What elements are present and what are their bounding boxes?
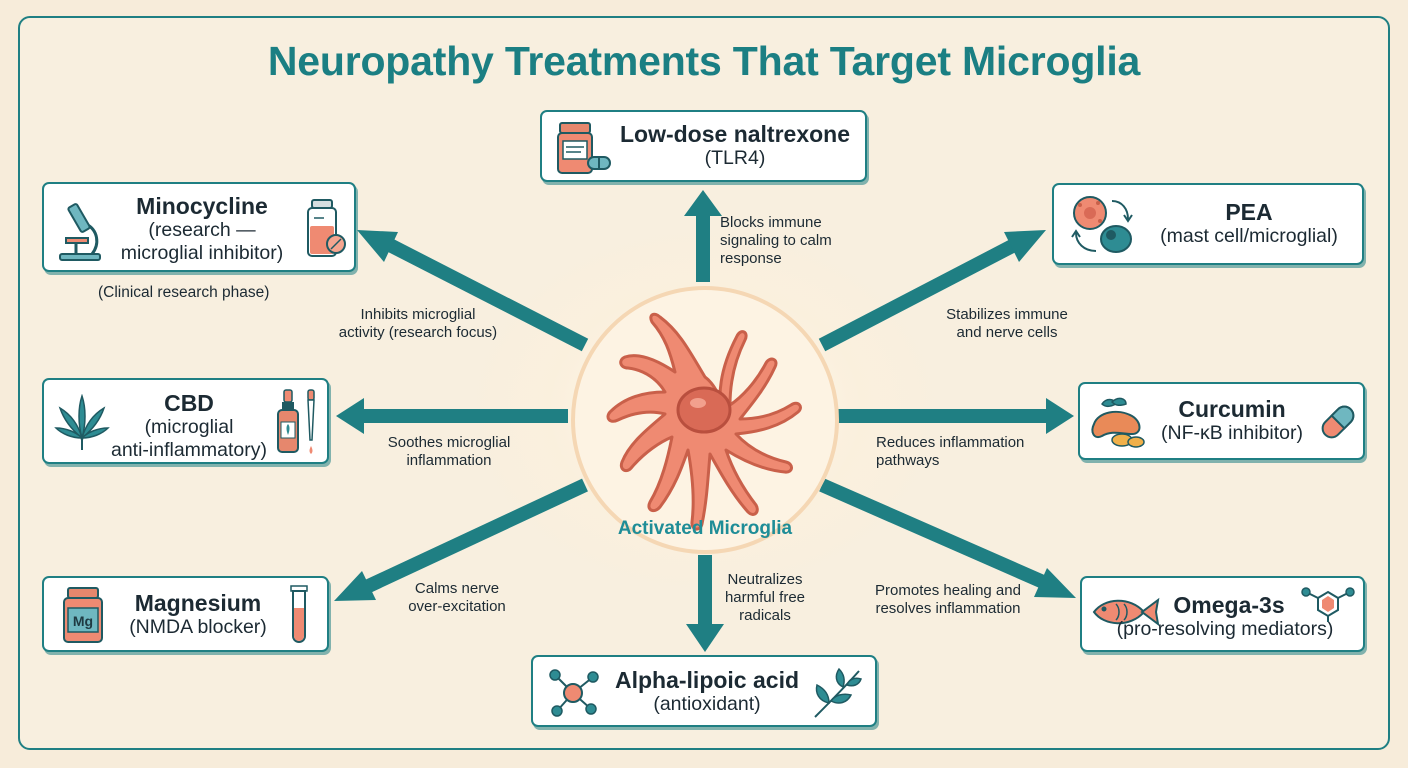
curcumin-name: Curcumin [1178,396,1286,422]
curcumin-target: (NF-κB inhibitor) [1161,422,1303,444]
omega-name: Omega-3s [1173,592,1285,618]
card-magnesium[interactable]: Mg Magnesium (NMDA blocker) [42,576,329,652]
cell-cycle-icon [1071,196,1133,253]
minocycline-sub-1: (research — [148,219,256,241]
arrowhead-ldn [684,190,722,216]
magnesium-action-label: Calms nerve over-excitation [408,580,506,615]
cbd-sub-1: (microglial [144,416,234,438]
magnesium-name: Magnesium [134,590,262,616]
molecule-icon [549,669,599,717]
leaf-sprig-icon [814,667,862,718]
card-omega-3s[interactable]: Omega-3s (pro-resolving mediators) [1080,576,1365,652]
arrow-to-minocycline [378,234,589,352]
omega-target: (pro-resolving mediators) [1116,618,1334,640]
magnesium-target: (NMDA blocker) [129,616,267,638]
arrowhead-curcumin [1046,398,1074,434]
arrowhead-magnesium [334,571,376,601]
card-pea[interactable]: PEA (mast cell/microglial) [1052,183,1364,265]
microscope-icon [59,203,101,261]
cbd-name: CBD [164,390,214,416]
omega-action-label: Promotes healing and resolves inflammati… [875,582,1021,617]
card-curcumin[interactable]: Curcumin (NF-κB inhibitor) [1078,382,1365,460]
arrowhead-pea [1004,230,1046,262]
arrowhead-ala [686,624,724,652]
dropper-bottle-icon [277,389,315,454]
ldn-name: Low-dose naltrexone [619,121,851,147]
pea-action-label: Stabilizes immune and nerve cells [946,306,1068,341]
arrowhead-omega [1034,568,1076,598]
minocycline-name: Minocycline [136,193,268,219]
mg-jar-label: Mg [73,613,93,629]
arrow-to-pea [818,235,1024,352]
minocycline-research-note: (Clinical research phase) [98,284,270,301]
minocycline-action-label: Inhibits microglial activity (research f… [338,306,498,341]
card-minocycline[interactable]: Minocycline (research — microglial inhib… [42,182,356,272]
ala-name: Alpha-lipoic acid [614,667,800,693]
arrow-to-magnesium [357,478,588,597]
ala-action-label: Neutralizes harmful free radicals [724,571,806,624]
ala-target: (antioxidant) [653,693,761,715]
center-label: Activated Microglia [617,518,793,539]
pill-bottle-icon [557,122,611,174]
ldn-action-label: Blocks immune signaling to calm response [720,214,832,267]
cbd-action-label: Soothes microglial inflammation [387,434,511,469]
medicine-vial-icon [307,199,346,257]
arrowhead-cbd [336,398,364,434]
cbd-sub-2: anti-inflammatory) [110,439,268,461]
cannabis-leaf-icon [54,394,110,450]
arrowhead-minocycline [357,230,398,262]
capsule-icon [1321,405,1355,439]
card-alpha-lipoic-acid[interactable]: Alpha-lipoic acid (antioxidant) [531,655,877,727]
page-title: Neuropathy Treatments That Target Microg… [267,38,1141,84]
microglia-cell-icon [571,286,839,554]
test-tube-icon [290,585,308,643]
curcumin-action-label: Reduces inflammation pathways [876,434,1025,469]
card-low-dose-naltrexone[interactable]: Low-dose naltrexone (TLR4) [540,110,867,182]
ldn-target: (TLR4) [704,147,766,169]
arrow-to-omega [819,478,1053,592]
minocycline-sub-2: microglial inhibitor) [120,242,284,264]
turmeric-root-icon [1091,397,1145,448]
mg-jar-icon: Mg [63,587,103,643]
card-cbd[interactable]: CBD (microglial anti-inflammatory) [42,378,329,464]
pea-target: (mast cell/microglial) [1160,225,1338,247]
pea-name: PEA [1225,199,1273,225]
molecule-icon [1301,587,1355,622]
fish-icon [1092,597,1160,627]
